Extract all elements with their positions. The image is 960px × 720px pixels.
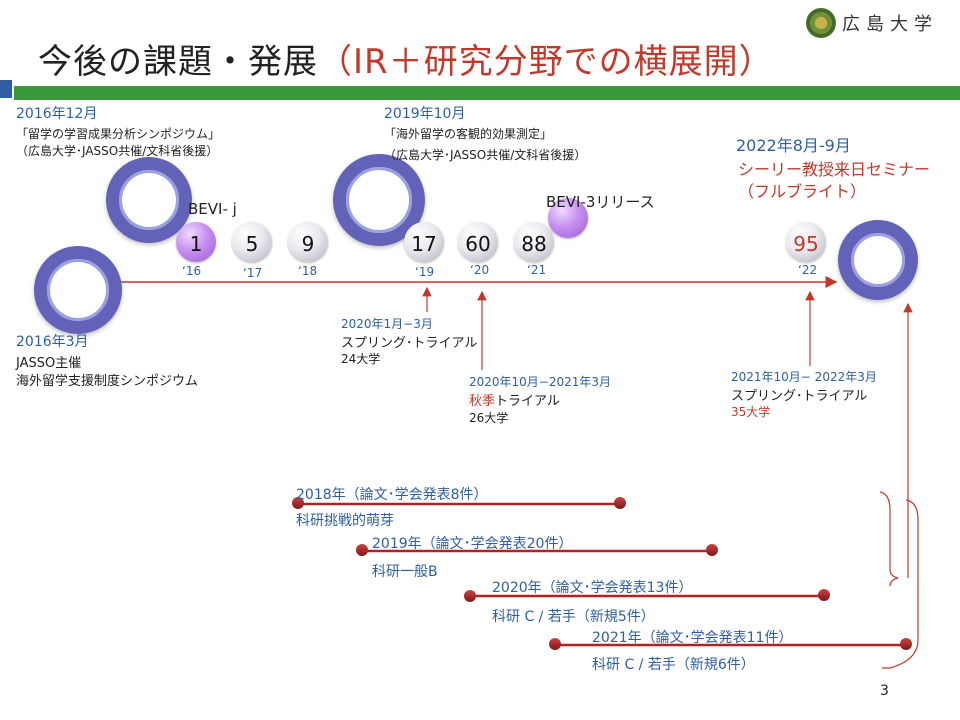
event-2022-line1: シーリー教授来日セミナー: [738, 160, 931, 179]
event-2019-10-line2: （広島大学･JASSO共催/文科省後援）: [384, 148, 587, 162]
title-main: 今後の課題・発展: [38, 42, 318, 82]
event-2016-3-line2: 海外留学支援制度シンポジウム: [16, 374, 199, 389]
ring-2016-3: [34, 246, 122, 334]
event-2016-12-line1: 「留学の学習成果分析シンポジウム」: [16, 127, 221, 141]
trial-2020-1-line1: スプリング･トライアル: [341, 336, 478, 351]
research-bar-2021: [549, 638, 912, 650]
trial-2020-1-date: 2020年1月−3月: [341, 317, 433, 331]
title-underline-green: [14, 86, 960, 100]
bubble-2017: [232, 222, 272, 262]
event-2022-date: 2022年8月-9月: [736, 136, 851, 155]
event-2016-3-date: 2016年3月: [16, 334, 89, 350]
trial-2020-1-line2: 24大学: [341, 352, 381, 366]
trial-2020-10-line2: 26大学: [469, 411, 509, 425]
event-2022-line2: （フルブライト）: [738, 182, 867, 201]
bubble-num-2016: 1: [189, 232, 203, 256]
bubble-num-2021: 88: [521, 232, 547, 256]
brace-upper: [879, 491, 899, 587]
year-label-2022: ‘22: [798, 263, 818, 277]
bubble-2019: [404, 222, 444, 262]
trial-2020-10-line1: 秋季トライアル: [469, 390, 560, 409]
event-2016-3-line1: JASSO主催: [16, 356, 82, 371]
year-label-2019: ‘19: [415, 265, 435, 279]
year-label-2016: ‘16: [182, 264, 202, 278]
bubble-2022: [786, 222, 826, 262]
bubble-num-2020: 60: [465, 232, 491, 256]
title-accent-blue: [0, 80, 12, 98]
research-2019-title: 2019年（論文･学会発表20件）: [372, 536, 573, 552]
logo-text: 広島大学: [842, 14, 938, 35]
trial-label: トライアル: [495, 394, 560, 409]
event-2016-12-date: 2016年12月: [16, 106, 98, 122]
event-2019-10-line1: 「海外留学の客観的効果測定」: [384, 127, 553, 141]
year-label-2018: ‘18: [298, 264, 318, 278]
research-2020-title: 2020年（論文･学会発表13件）: [492, 580, 693, 596]
page-number: 3: [880, 683, 889, 699]
year-label-2017: ‘17: [243, 266, 263, 280]
event-2019-10-date: 2019年10月: [384, 106, 466, 122]
bubble-num-2018: 9: [301, 232, 315, 256]
research-2018-title: 2018年（論文･学会発表8件）: [296, 487, 488, 503]
bubble-2016: [176, 222, 216, 262]
research-2019-grant: 科研一般B: [372, 564, 438, 580]
bubble-2020: [458, 222, 498, 262]
trial-2020-10-date: 2020年10月−2021年3月: [469, 375, 612, 389]
research-bar-2020: [464, 589, 830, 602]
year-label-2020: ‘20: [470, 263, 490, 277]
research-bar-2018: [292, 497, 626, 509]
bubble-2021: [514, 222, 554, 262]
slide-title: 今後の課題・発展（IR＋研究分野での横展開）: [38, 40, 774, 84]
research-2020-grant: 科研 C / 若手（新規5件）: [492, 609, 655, 625]
trial-2021-10-line1: スプリング･トライアル: [731, 389, 868, 404]
university-logo: 広島大学: [806, 8, 938, 38]
bevi-j-label: BEVI- j: [188, 200, 237, 218]
year-label-2021: ‘21: [527, 263, 547, 277]
bubble-num-2019: 17: [411, 232, 437, 256]
research-2018-grant: 科研挑戦的萌芽: [296, 513, 394, 529]
brace-lower: [882, 499, 919, 669]
research-2021-title: 2021年（論文･学会発表11件）: [592, 630, 793, 646]
event-2016-12-line2: （広島大学･JASSO共催/文科省後援）: [16, 144, 219, 158]
research-2021-grant: 科研 C / 若手（新規6件）: [592, 657, 755, 673]
bevi3-label: BEVI-3リリース: [546, 193, 655, 211]
bubble-num-2022: 95: [793, 232, 819, 256]
trial-2021-10-line2: 35大学: [731, 405, 771, 419]
bubble-num-2017: 5: [245, 232, 259, 256]
title-highlight: （IR＋研究分野での横展開）: [318, 42, 774, 82]
autumn-label: 秋季: [469, 394, 496, 409]
bubble-bevi3: [548, 198, 588, 238]
ring-2022: [838, 220, 918, 300]
university-seal-icon: [806, 8, 836, 38]
research-bar-2019: [356, 544, 718, 556]
trial-2021-10-date: 2021年10月− 2022年3月: [731, 370, 877, 384]
bubble-2018: [288, 222, 328, 262]
